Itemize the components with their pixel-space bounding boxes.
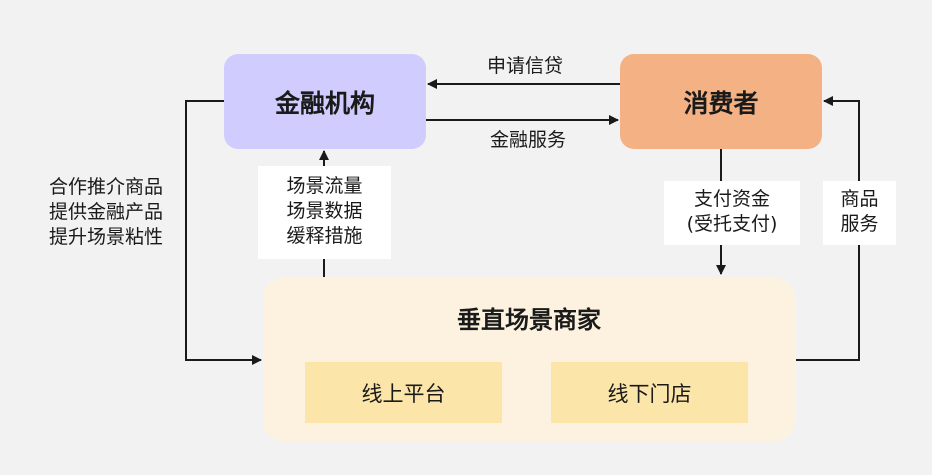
online-platform-label: 线上平台 bbox=[361, 381, 446, 406]
offline-store-box: 线下门店 bbox=[551, 362, 748, 423]
edge-label-cooperation: 合作推介商品 提供金融产品 提升场景粘性 bbox=[48, 176, 163, 248]
consumer-node: 消费者 bbox=[620, 54, 822, 149]
edge-label-payment: 支付资金 (受托支付) bbox=[664, 181, 800, 245]
online-platform-box: 线上平台 bbox=[305, 362, 502, 423]
edge-label-financial-service: 金融服务 bbox=[489, 129, 566, 151]
merchant-title: 垂直场景商家 bbox=[457, 306, 601, 334]
edge-label-goods-service: 商品 服务 bbox=[823, 181, 896, 245]
consumer-label: 消费者 bbox=[683, 88, 759, 118]
financial-institution-node: 金融机构 bbox=[224, 54, 426, 149]
arrow-fi-to-merchant bbox=[185, 100, 262, 365]
financial-institution-label: 金融机构 bbox=[274, 88, 375, 118]
edge-label-scene-traffic: 场景流量 场景数据 缓释措施 bbox=[258, 166, 391, 259]
offline-store-label: 线下门店 bbox=[607, 381, 692, 406]
edge-label-apply-credit: 申请信贷 bbox=[486, 55, 563, 77]
